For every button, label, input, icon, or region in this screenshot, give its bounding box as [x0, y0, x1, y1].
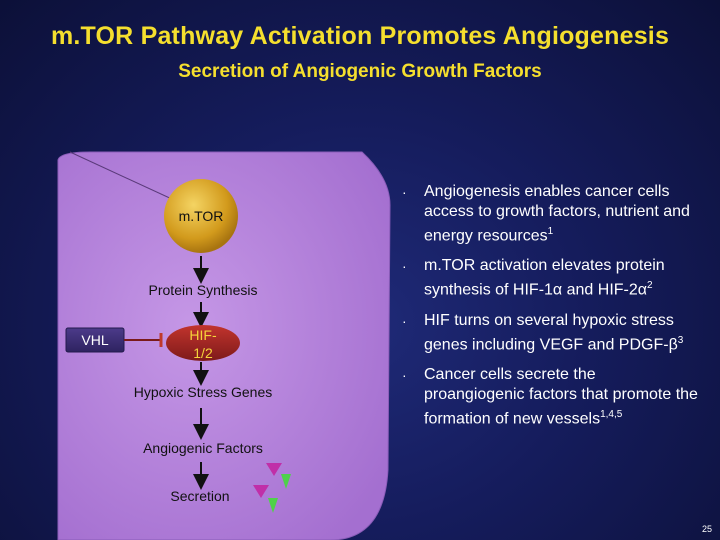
mtor-label: m.TOR	[178, 208, 224, 224]
secreted-factor-magenta-2	[253, 485, 269, 498]
bullet-text: Cancer cells secrete the proangiogenic f…	[424, 365, 698, 428]
bullet-reference: 2	[647, 280, 653, 292]
bullet-dot: ·	[402, 184, 407, 200]
bullet-dot: ·	[402, 366, 407, 383]
bullet-text: Angiogenesis enables cancer cells access…	[424, 183, 690, 245]
angiogenic-factors-label: Angiogenic Factors	[143, 440, 263, 456]
hypoxic-stress-genes-label: Hypoxic Stress Genes	[133, 384, 273, 400]
bullet-reference: 1,4,5	[600, 408, 623, 420]
bullet-text: HIF turns on several hypoxic stress gene…	[424, 311, 678, 353]
slide-title: m.TOR Pathway Activation Promotes Angiog…	[50, 22, 670, 50]
bullet-list: · Angiogenesis enables cancer cells acces…	[400, 182, 700, 439]
bullet-text: m.TOR activation elevates protein synthe…	[424, 257, 665, 299]
secreted-factor-magenta-1	[266, 463, 282, 476]
bullet-item: · Angiogenesis enables cancer cells acces…	[400, 182, 700, 246]
mtor-node	[164, 179, 238, 253]
secreted-factor-green-2	[268, 498, 278, 513]
page-number: 25	[701, 524, 712, 534]
bullet-reference: 3	[677, 334, 684, 346]
hif-label: HIF- 1/2	[189, 327, 217, 361]
secretion-label: Secretion	[170, 488, 230, 504]
bullet-item: · m.TOR activation elevates protein synth…	[400, 256, 700, 300]
bullet-item: · HIF turns on several hypoxic stress gen…	[400, 311, 700, 355]
secreted-factor-green-1	[281, 474, 291, 489]
bullet-reference: 1	[547, 226, 554, 237]
slide-subtitle: Secretion of Angiogenic Growth Factors	[178, 61, 542, 82]
hif-node	[166, 325, 240, 361]
protein-synthesis-label: Protein Synthesis	[148, 282, 258, 298]
bullet-dot: ·	[402, 258, 407, 275]
bullet-dot: ·	[402, 312, 407, 329]
bullet-item: · Cancer cells secrete the proangiogenic …	[400, 365, 700, 429]
vhl-label: VHL	[81, 332, 109, 348]
